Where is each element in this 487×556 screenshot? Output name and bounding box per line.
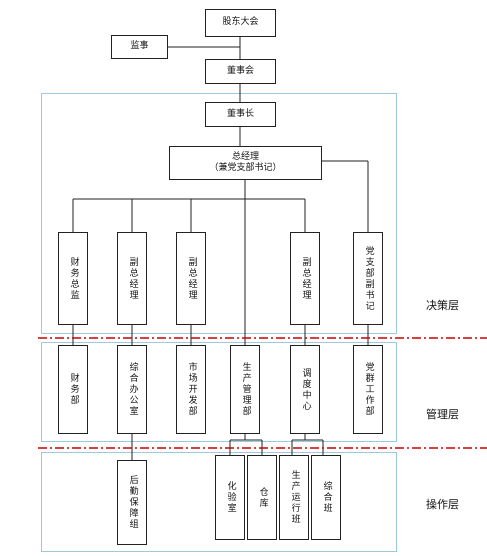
management-box-general-office: 综合办公室 <box>117 345 147 434</box>
management-layer-label: 管理层 <box>426 408 459 421</box>
board-of-directors-box: 董事会 <box>205 59 276 84</box>
supervisor-box: 监事 <box>111 35 168 59</box>
operation-layer-frame <box>41 452 397 552</box>
chairman-box: 董事长 <box>205 102 276 127</box>
decision-box-deputy-gm-1: 副总经理 <box>117 232 147 325</box>
operation-box-general-shift: 综合班 <box>311 455 341 540</box>
operation-box-logistics: 后勤保障组 <box>117 460 147 545</box>
management-box-party-work: 党群工作部 <box>353 345 383 434</box>
decision-box-deputy-gm-2: 副总经理 <box>176 232 206 325</box>
decision-box-party-deputy-secretary: 党支部副书记 <box>353 232 383 325</box>
management-box-market-development: 市场开发部 <box>176 345 206 434</box>
general-manager-title: 总经理 <box>231 151 259 162</box>
operation-box-production-shift: 生产运行班 <box>279 455 309 540</box>
operation-box-laboratory: 化验室 <box>215 455 245 540</box>
decision-layer-frame <box>41 93 397 334</box>
general-manager-box: 总经理 （兼党支部书记） <box>169 146 322 180</box>
operation-box-warehouse: 仓库 <box>247 455 277 540</box>
management-layer-frame <box>41 342 397 442</box>
management-box-finance: 财务部 <box>58 345 88 434</box>
decision-layer-label: 决策层 <box>426 299 459 312</box>
management-box-production-management: 生产管理部 <box>230 345 260 434</box>
decision-box-deputy-gm-3: 副总经理 <box>290 232 320 325</box>
management-box-dispatch-center: 调度中心 <box>290 345 320 434</box>
operation-layer-label: 操作层 <box>426 498 459 511</box>
decision-box-cfo: 财务总监 <box>58 232 88 325</box>
general-manager-subtitle: （兼党支部书记） <box>209 163 282 173</box>
shareholders-meeting-box: 股东大会 <box>205 9 276 37</box>
